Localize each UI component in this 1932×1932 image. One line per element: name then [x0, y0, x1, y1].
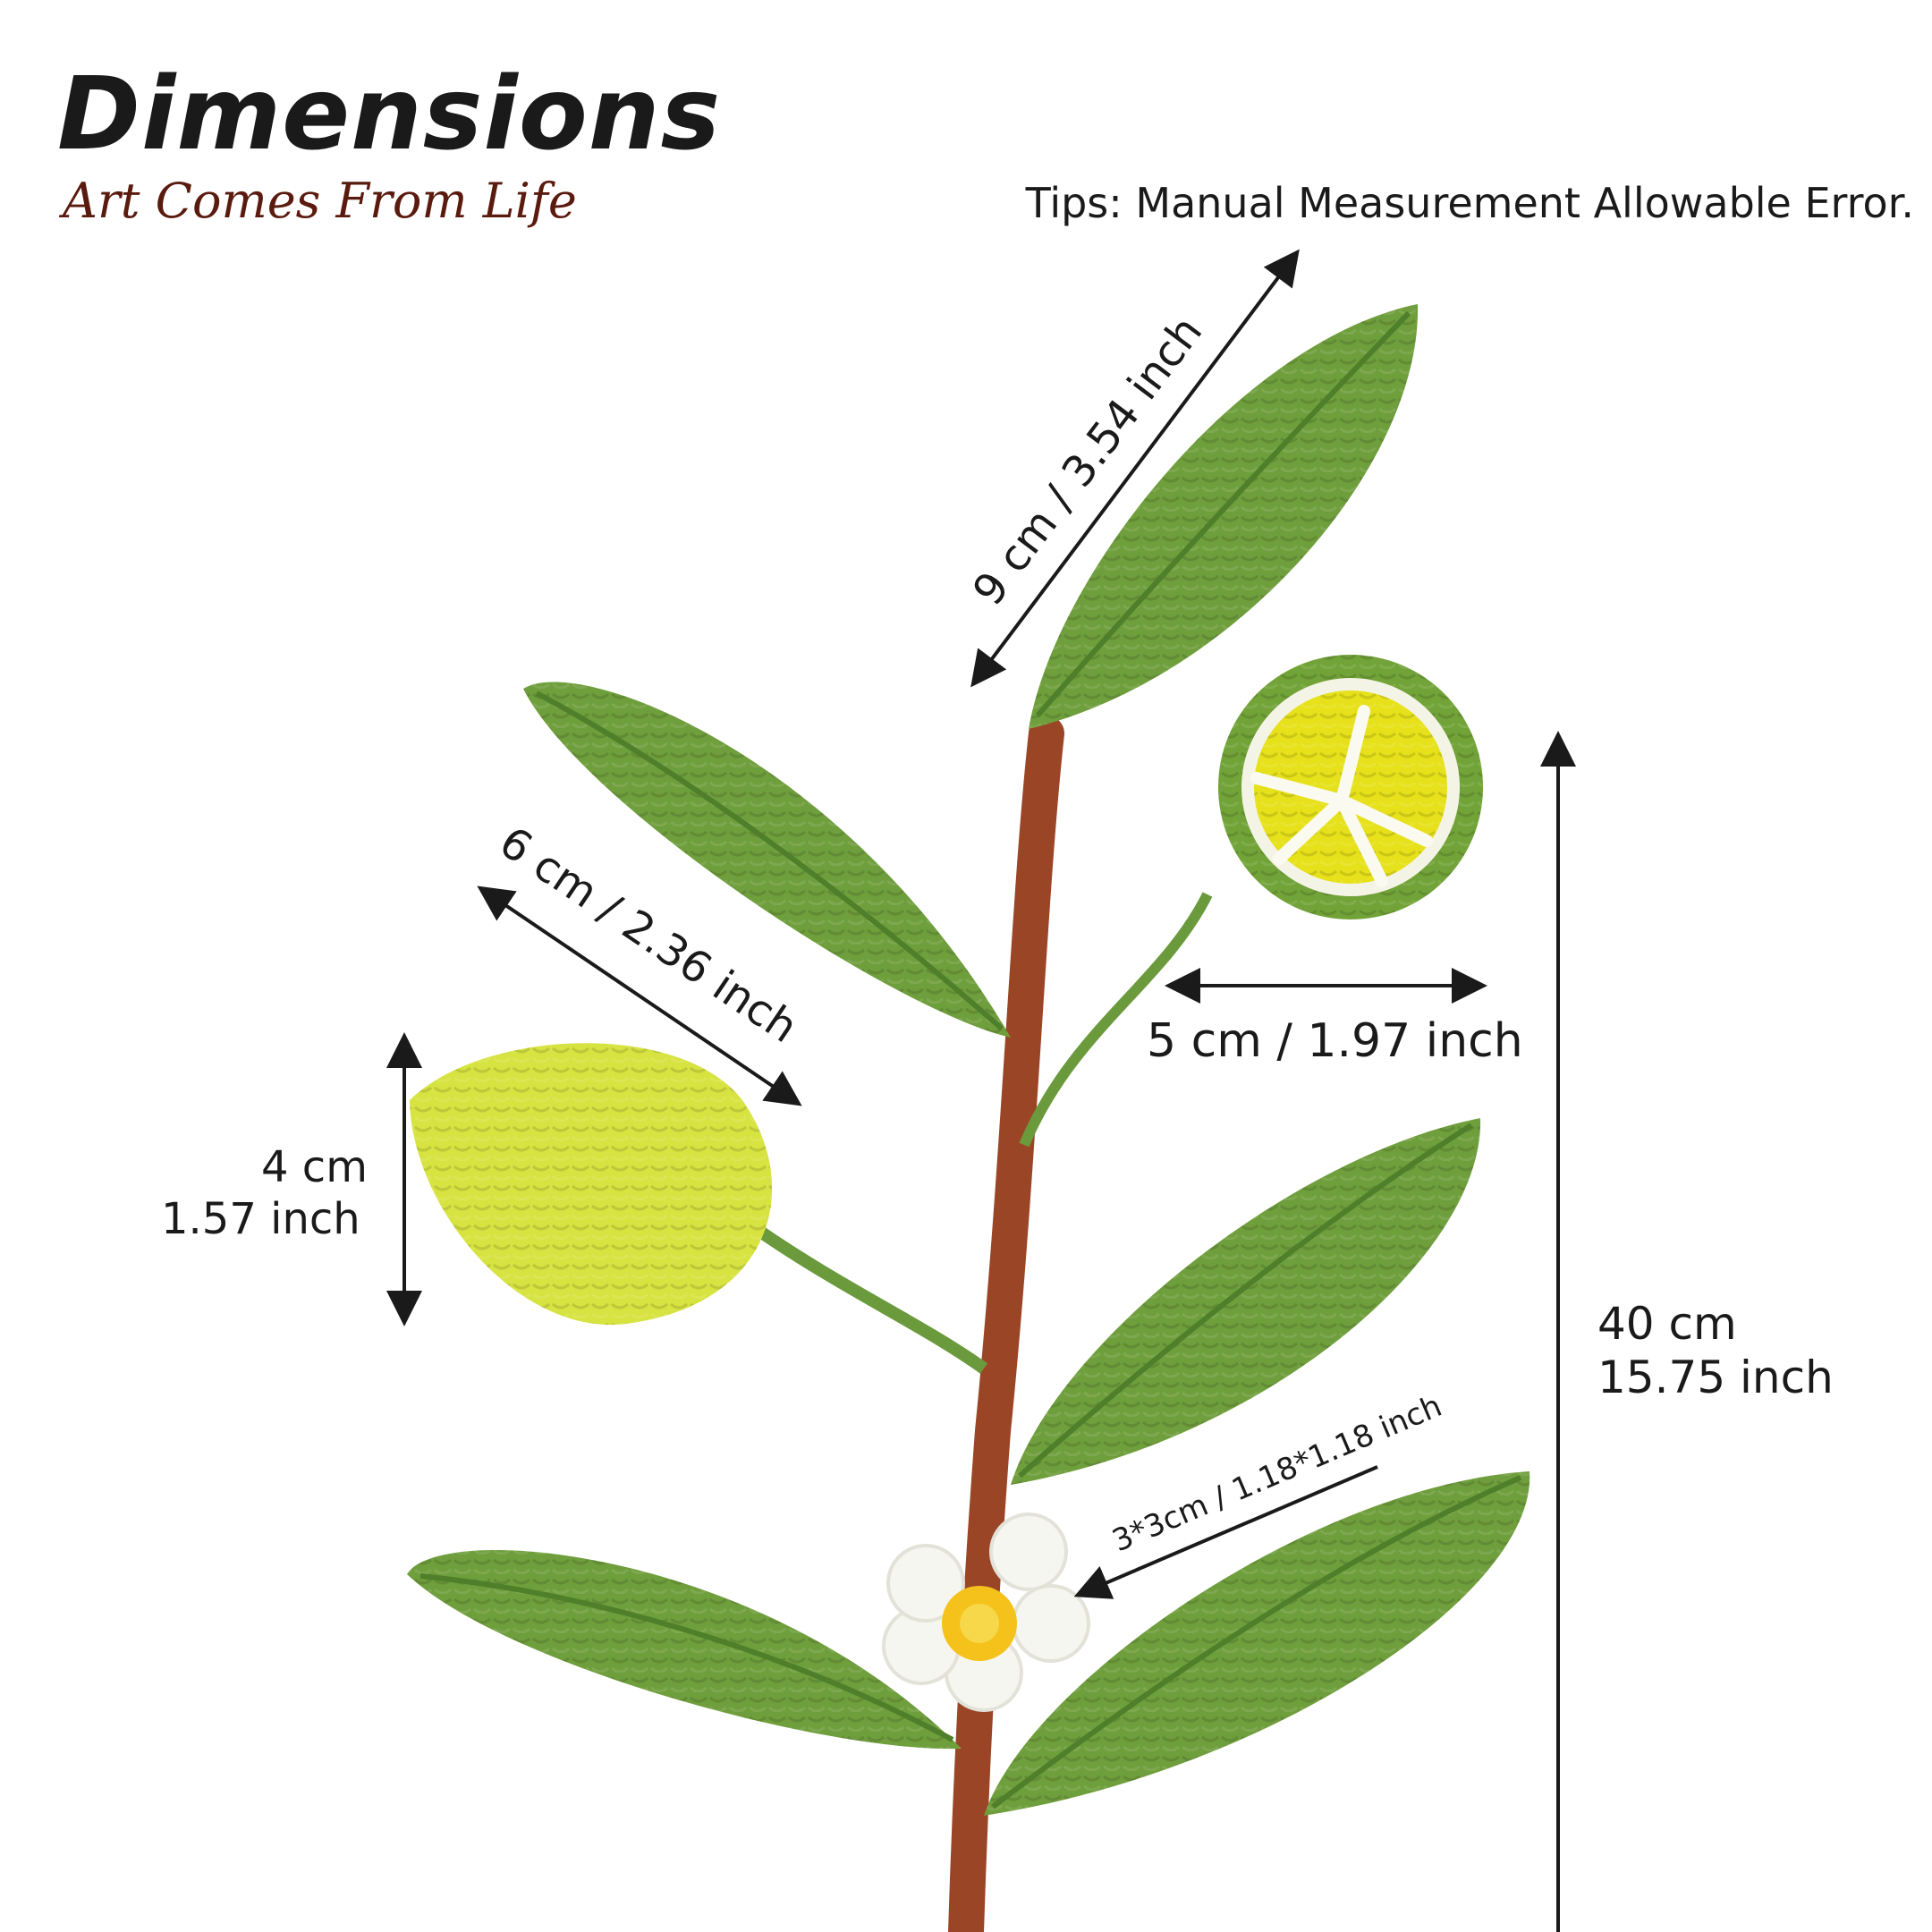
left-leaf-arrow	[477, 886, 802, 1106]
flower-arrow	[1073, 1465, 1378, 1599]
lemon-height-inch-label: 1.57 inch	[161, 1194, 360, 1244]
lemon-height-cm-label: 4 cm	[261, 1142, 368, 1192]
total-height-cm-label: 40 cm	[1597, 1298, 1737, 1350]
tips-note: Tips: Manual Measurement Allowable Error…	[1025, 179, 1914, 227]
lower-right-leaf	[984, 1471, 1530, 1816]
page-subtitle: Art Comes From Life	[63, 173, 577, 229]
upper-left-leaf	[523, 682, 1011, 1038]
total-height-inch-label: 15.75 inch	[1597, 1352, 1834, 1403]
top-leaf-arrow	[970, 249, 1300, 688]
lemon-stem	[747, 1220, 988, 1374]
lemon-slice	[1218, 655, 1483, 919]
page-title: Dimensions	[57, 56, 722, 173]
flower	[882, 1513, 1090, 1712]
lower-left-leaf	[407, 1550, 962, 1750]
middle-right-leaf	[1011, 1118, 1481, 1485]
main-stem	[948, 716, 1064, 1932]
lemon-slice-label: 5 cm / 1.97 inch	[1147, 1014, 1523, 1068]
lemon	[410, 1043, 773, 1326]
slice-stem	[1019, 892, 1213, 1148]
